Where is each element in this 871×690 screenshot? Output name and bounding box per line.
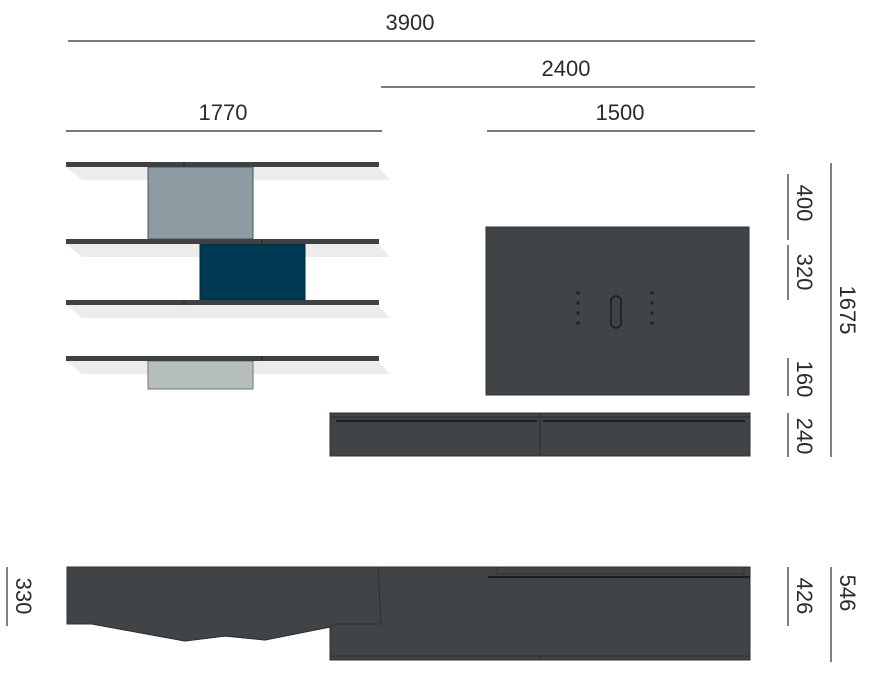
dim-1770-label: 1770 bbox=[199, 100, 248, 125]
cable-slot bbox=[610, 295, 622, 329]
shelf-shadow-3 bbox=[66, 305, 390, 318]
cable-holes-left bbox=[576, 291, 580, 325]
dimension-column-right: 1675 bbox=[830, 163, 860, 457]
dim-320-label: 320 bbox=[792, 254, 817, 291]
base-unit-right-body bbox=[329, 566, 751, 661]
dimension-bottom-right: 426 546 bbox=[787, 567, 860, 662]
base-unit-left-front bbox=[66, 566, 382, 642]
shelf-3 bbox=[66, 300, 379, 305]
panel-petrol bbox=[199, 243, 306, 301]
dim-2400-label: 2400 bbox=[542, 56, 591, 81]
dim-240-label: 240 bbox=[792, 418, 817, 455]
dim-3900-label: 3900 bbox=[386, 10, 435, 35]
dim-400-label: 400 bbox=[792, 185, 817, 222]
shelf-2 bbox=[66, 239, 379, 244]
shelf-1 bbox=[66, 162, 379, 167]
hanging-cabinet bbox=[329, 412, 751, 457]
dimension-right-width: 2400 bbox=[381, 56, 755, 88]
wall-panel bbox=[485, 226, 750, 396]
dim-1675-label: 1675 bbox=[835, 286, 860, 335]
cable-holes-right bbox=[650, 291, 654, 325]
dim-330-label: 330 bbox=[11, 578, 36, 615]
dim-546-label: 546 bbox=[835, 575, 860, 612]
shelf-4 bbox=[66, 356, 379, 361]
shelving-unit bbox=[66, 162, 390, 390]
dimension-column-left: 400 320 160 240 bbox=[787, 174, 817, 457]
dimension-bottom-left: 330 bbox=[6, 567, 36, 626]
dimension-left-width: 1770 bbox=[66, 100, 382, 132]
wall-panel-body bbox=[485, 226, 750, 396]
panel-light-grey bbox=[147, 360, 254, 390]
panel-grey-blue bbox=[147, 166, 254, 240]
base-unit-right bbox=[329, 566, 751, 661]
dim-160-label: 160 bbox=[792, 361, 817, 398]
base-unit-top-tray bbox=[496, 566, 745, 575]
dimension-total-width: 3900 bbox=[68, 10, 755, 42]
dim-426-label: 426 bbox=[792, 578, 817, 615]
dim-1500-label: 1500 bbox=[596, 100, 645, 125]
dimension-panel-width: 1500 bbox=[487, 100, 755, 132]
